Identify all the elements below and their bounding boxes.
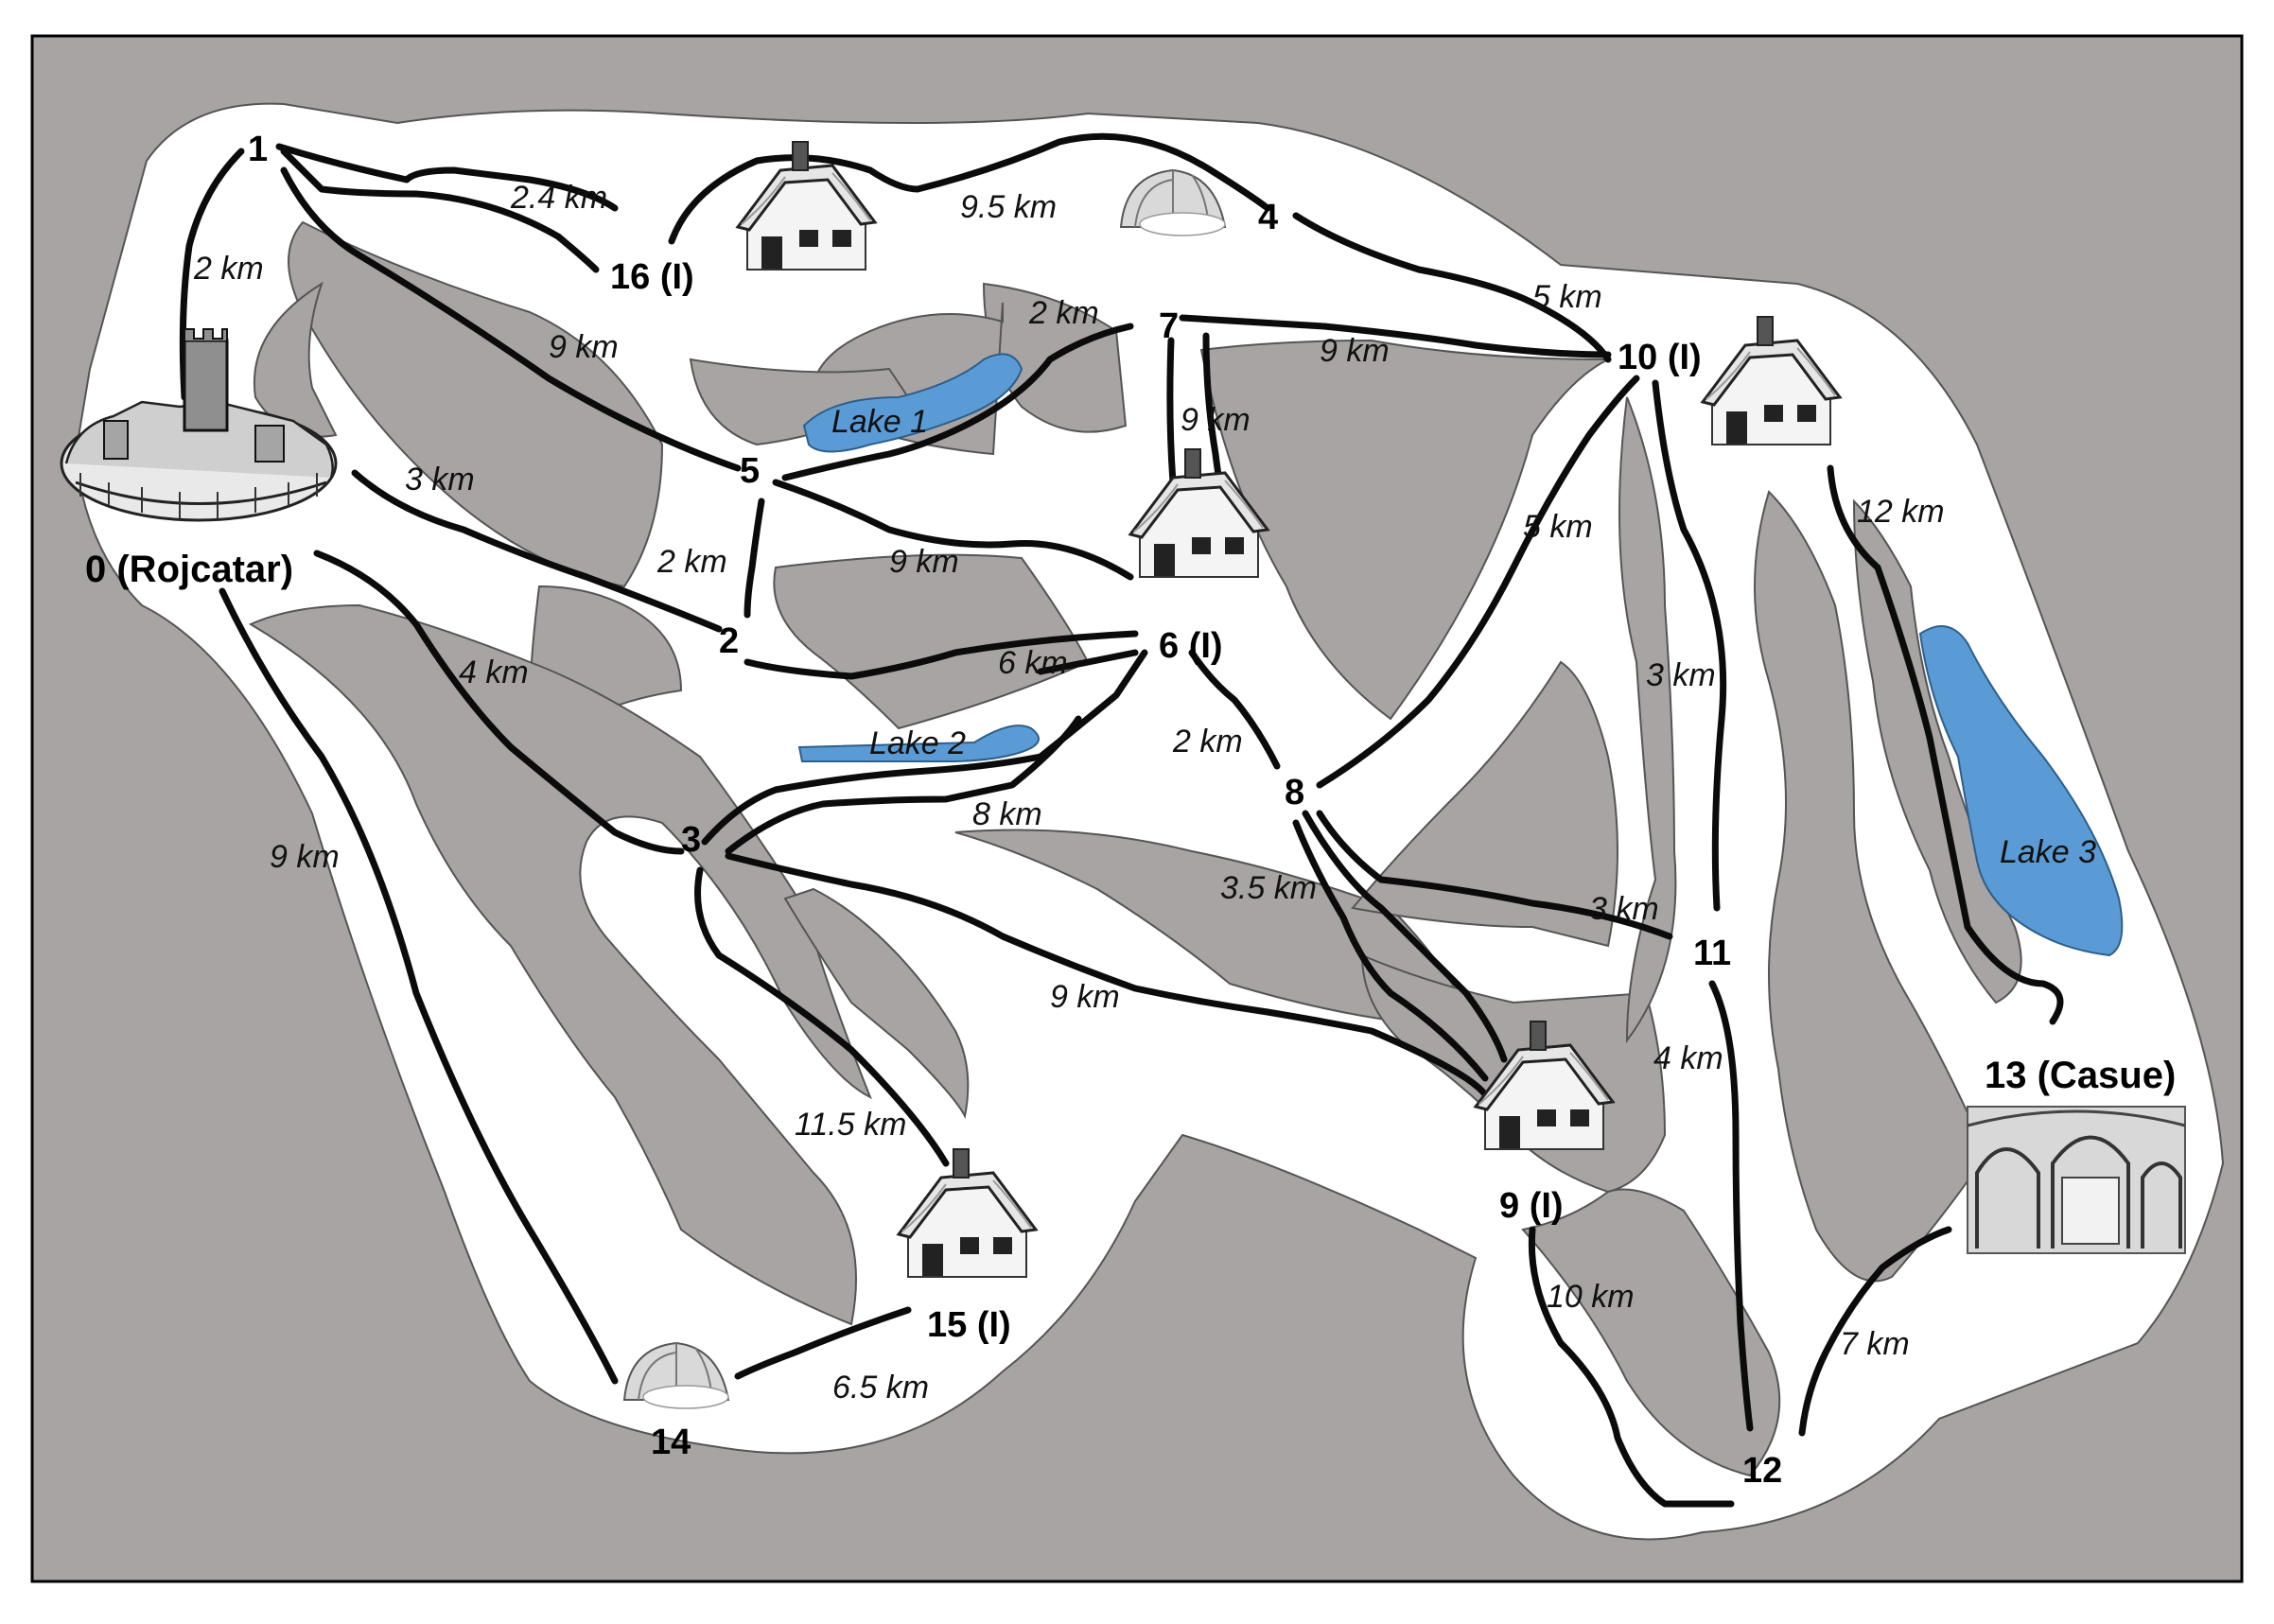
dist-3-15: 11.5 km — [795, 1107, 906, 1143]
road-1-16 — [280, 148, 600, 273]
castle-icon — [60, 328, 338, 522]
dist-0-2: 3 km — [405, 462, 475, 498]
dist-8-10: 5 km — [1523, 509, 1593, 545]
road-3-9 — [725, 852, 1498, 1120]
node-4-label: 4 — [1258, 198, 1278, 237]
road-0-14 — [219, 587, 619, 1385]
node-0-label: 0 (Rojcatar) — [85, 549, 293, 590]
node-14-label: 14 — [651, 1423, 691, 1462]
road-9-12 — [1528, 1226, 1735, 1508]
roads — [179, 132, 2064, 1508]
lake-3 — [1918, 625, 2124, 957]
node-labels: 0 (Rojcatar) 1 2 3 4 5 6 (I) 7 8 9 (I) 1… — [85, 130, 2176, 1491]
road-3-6 — [701, 649, 1148, 846]
dist-2-6: 6 km — [998, 645, 1068, 681]
dist-0-3: 4 km — [459, 655, 529, 690]
road-7-10 — [1179, 314, 1612, 358]
road-6-8 — [1188, 649, 1281, 770]
road-0-1 — [179, 148, 245, 401]
dist-3-6: 8 km — [972, 796, 1042, 832]
dist-10-11: 3 km — [1646, 657, 1716, 693]
dist-5-2: 2 km — [656, 544, 727, 580]
lakes: Lake 1 Lake 2 Lake 3 — [797, 353, 2124, 957]
road-8-9b — [1302, 810, 1508, 1063]
road-5-6 — [772, 479, 1134, 581]
dist-9-12: 10 km — [1547, 1279, 1635, 1315]
road-8-11 — [1316, 810, 1673, 940]
node-12-label: 12 — [1742, 1451, 1782, 1491]
node-13-label: 13 (Casue) — [1985, 1055, 2176, 1096]
dist-0-1: 2 km — [193, 251, 264, 287]
lake-1-label: Lake 1 — [831, 404, 928, 440]
node-15-label: 15 (I) — [927, 1305, 1011, 1345]
road-0-3 — [313, 550, 685, 855]
lake-3-label: Lake 3 — [2000, 834, 2096, 870]
dist-1-5: 9 km — [549, 329, 619, 365]
dist-7-6: 9 km — [1181, 402, 1251, 438]
road-2-6 — [743, 630, 1139, 680]
road-15-14 — [734, 1306, 912, 1380]
dist-5-6: 9 km — [889, 544, 959, 580]
node-10-label: 10 (I) — [1618, 338, 1702, 377]
road-10-11 — [1652, 379, 1727, 912]
dist-4-10: 5 km — [1532, 279, 1602, 315]
distance-labels: 2 km 2.4 km 9.5 km 9 km 5 km 3 km 4 km 9… — [193, 180, 1945, 1406]
dist-7-10: 9 km — [1320, 333, 1390, 369]
node-3-label: 3 — [681, 820, 701, 860]
dist-0-14: 9 km — [270, 839, 340, 875]
dist-8-11: 3 km — [1589, 891, 1659, 927]
road-4-10 — [1292, 212, 1612, 363]
node-5-label: 5 — [740, 451, 760, 491]
node-11-label: 11 — [1693, 934, 1731, 973]
lake-1 — [802, 353, 1023, 453]
node-2-label: 2 — [719, 621, 739, 661]
dist-10-13: 12 km — [1857, 494, 1945, 530]
road-11-12 — [1708, 980, 1754, 1432]
dist-1-16: 2.4 km — [510, 180, 607, 216]
road-5-2 — [743, 498, 765, 619]
dist-6-8: 2 km — [1172, 724, 1243, 760]
node-6-label: 6 (I) — [1159, 626, 1223, 666]
road-1-4 — [275, 132, 1271, 245]
node-1-label: 1 — [248, 130, 268, 169]
dist-1-4: 9.5 km — [960, 189, 1057, 225]
road-8-9 — [1292, 819, 1489, 1082]
node-9-label: 9 (I) — [1499, 1186, 1564, 1226]
lake-2 — [797, 725, 1040, 762]
node-16-label: 16 (I) — [610, 257, 694, 297]
dist-8-9: 3.5 km — [1220, 870, 1317, 906]
road-10-13 — [1827, 464, 2064, 1025]
road-3-15 — [694, 866, 950, 1167]
node-7-label: 7 — [1159, 306, 1179, 346]
node-8-label: 8 — [1285, 773, 1304, 812]
dist-3-9: 9 km — [1050, 979, 1120, 1015]
cave-arches-icon — [1967, 1106, 2186, 1254]
lake-2-label: Lake 2 — [869, 725, 966, 761]
road-12-13 — [1798, 1226, 1952, 1437]
dist-5-7: 2 km — [1028, 295, 1099, 331]
dist-15-14: 6.5 km — [832, 1370, 929, 1406]
road-8-10 — [1316, 375, 1640, 789]
road-1-5 — [280, 166, 742, 472]
road-3-6b — [725, 715, 1082, 855]
dist-12-13: 7 km — [1840, 1326, 1910, 1362]
road-5-7 — [781, 323, 1134, 481]
road-0-2 — [351, 469, 723, 633]
dist-11-12: 4 km — [1653, 1040, 1723, 1076]
